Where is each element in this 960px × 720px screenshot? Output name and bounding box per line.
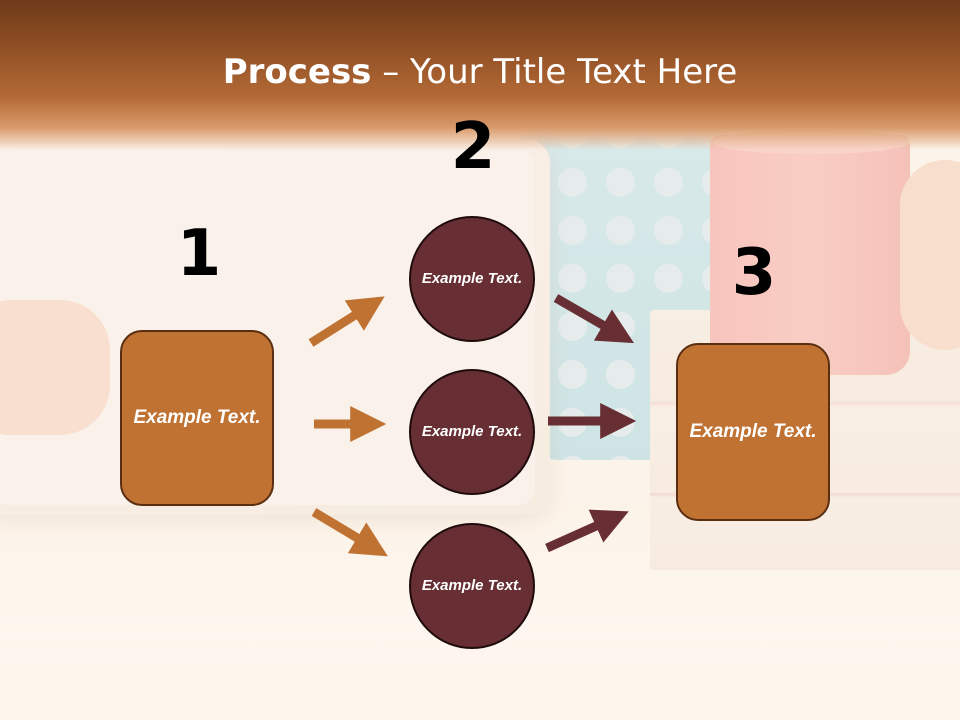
step-2-top-text: Example Text.	[421, 270, 523, 288]
step-2-bottom-text: Example Text.	[421, 577, 523, 595]
step-3-box: Example Text.	[676, 343, 830, 521]
step-1-text: Example Text.	[133, 406, 261, 428]
title-rest: – Your Title Text Here	[371, 52, 738, 92]
step-1-box: Example Text.	[120, 330, 274, 506]
title-bold: Process	[222, 52, 372, 92]
step-number-3: 3	[731, 236, 777, 310]
step-number-2: 2	[450, 110, 496, 184]
background-hand-left	[0, 300, 110, 435]
step-2-circle-bottom: Example Text.	[409, 523, 535, 649]
step-number-1: 1	[176, 217, 222, 291]
step-2-circle-middle: Example Text.	[409, 369, 535, 495]
title-bar	[0, 0, 960, 150]
background-hand-right	[900, 160, 960, 350]
slide-title: Process – Your Title Text Here	[0, 52, 960, 92]
step-3-text: Example Text.	[689, 420, 817, 442]
step-2-middle-text: Example Text.	[421, 423, 523, 441]
step-2-circle-top: Example Text.	[409, 216, 535, 342]
background-mug	[710, 135, 910, 375]
